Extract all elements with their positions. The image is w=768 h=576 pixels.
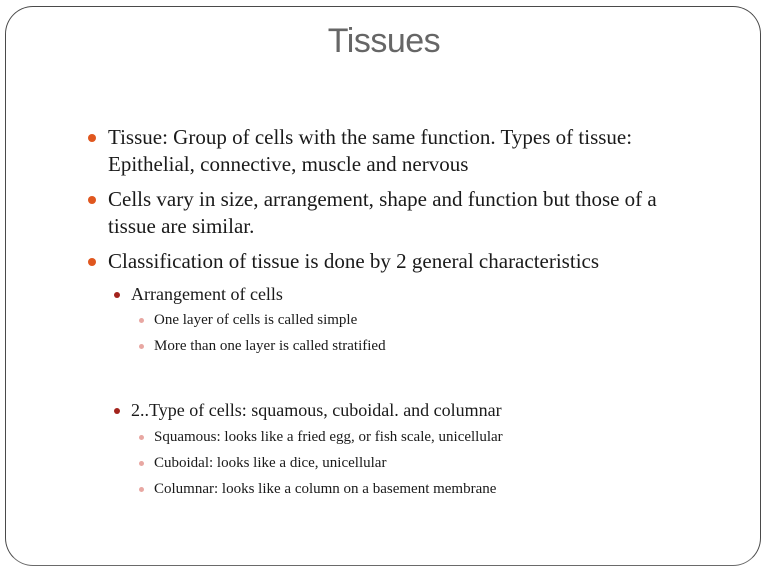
bullet-text-line: Epithelial, connective, muscle and nervo… xyxy=(108,152,469,176)
bullet-dot-icon xyxy=(88,134,96,142)
sub-sub-bullet-dot-icon xyxy=(139,435,144,440)
sub-sub-bullet-text: Squamous: looks like a fried egg, or fis… xyxy=(154,429,503,445)
sub-sub-bullet-dot-icon xyxy=(139,487,144,492)
sub-sub-bullet-text: More than one layer is called stratified xyxy=(154,338,386,354)
sub-sub-bullet-dot-icon xyxy=(139,318,144,323)
bullet-text-line: Classification of tissue is done by 2 ge… xyxy=(108,249,600,273)
sub-sub-bullet-text: Cuboidal: looks like a dice, unicellular xyxy=(154,455,387,471)
sub-bullet-text: Arrangement of cells xyxy=(131,284,283,304)
bullet-text-line: Tissue: Group of cells with the same fun… xyxy=(108,125,633,149)
bullet-dot-icon xyxy=(88,196,96,204)
sub-sub-bullet-dot-icon xyxy=(139,344,144,349)
slide-title: Tissues xyxy=(327,22,441,60)
bullet-dot-icon xyxy=(88,258,96,266)
sub-bullet-text: 2..Type of cells: squamous, cuboidal. an… xyxy=(131,400,502,420)
sub-bullet-dot-icon xyxy=(114,408,120,414)
sub-sub-bullet-text: Columnar: looks like a column on a basem… xyxy=(154,481,497,497)
bullet-text-line: Cells vary in size, arrangement, shape a… xyxy=(108,187,657,211)
sub-bullet-dot-icon xyxy=(114,292,120,298)
sub-sub-bullet-dot-icon xyxy=(139,461,144,466)
slide-frame xyxy=(5,6,761,566)
sub-sub-bullet-text: One layer of cells is called simple xyxy=(154,312,358,328)
bullet-text-line: tissue are similar. xyxy=(108,214,255,238)
